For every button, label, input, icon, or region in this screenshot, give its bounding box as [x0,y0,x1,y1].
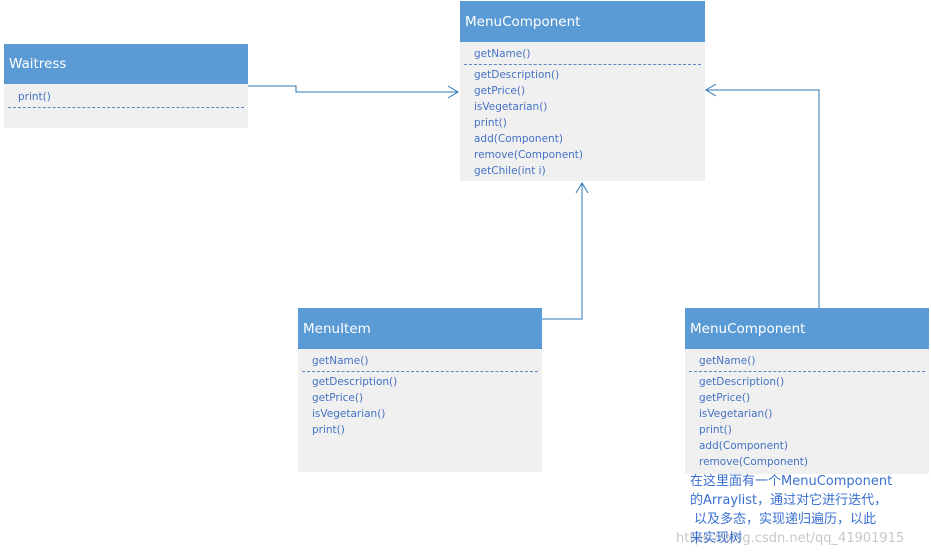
waitress-method-print: print() [18,91,51,103]
menu-component-bottom-method: getPrice() [699,392,751,404]
menu-component-top-method: remove(Component) [474,149,584,161]
arrowhead-icon [447,85,459,99]
arrowhead-icon [575,182,589,194]
menu-component-bottom-header: MenuComponent [685,308,929,349]
annotation-note-line: 来实现树 [690,531,743,546]
menu-item-to-menu-component-connector [542,183,583,320]
menu-component-top-method: print() [474,117,507,129]
waitress-class-header: Waitress [4,44,248,84]
menu-component-top-method: getDescription() [474,69,560,81]
annotation-note-line: 在这里面有一个MenuComponent [690,474,893,489]
menu-item-method: getName() [312,355,369,367]
menu-item-class-title: MenuItem [303,320,371,337]
menu-component-bottom-method: remove(Component) [699,456,809,468]
menu-component-top-method: add(Component) [474,133,563,145]
menu-item-class-header: MenuItem [298,308,542,349]
waitress-method-list: print() [4,84,248,108]
waitress-to-menu-component-connector [248,85,458,93]
menu-component-bottom-method: getName() [699,355,756,367]
menu-item-method: getDescription() [312,376,398,388]
waitress-class-title: Waitress [9,56,67,72]
watermark-text: https://blog.csdn.net/qq_41901915 [676,531,905,546]
annotation-note: 在这里面有一个MenuComponent 的Arraylist，通过对它进行迭代… [690,472,926,548]
menu-component-bottom-method: getDescription() [699,376,785,388]
menu-component-bottom-class: MenuComponent getName() getDescription()… [685,308,929,474]
waitress-class: Waitress print() [4,44,248,128]
composite-to-menu-component-connector [706,89,820,308]
menu-component-top-divider [464,64,701,65]
menu-component-top-title: MenuComponent [465,13,581,30]
menu-component-top-method: getName() [474,48,531,60]
menu-item-method-list: getName() getDescription() getPrice() is… [298,349,542,438]
menu-component-bottom-method: print() [699,424,732,436]
menu-component-bottom-method-list: getName() getDescription() getPrice() is… [685,349,929,470]
menu-component-bottom-method: isVegetarian() [699,408,773,420]
annotation-note-line: 的Arraylist，通过对它进行迭代， [690,493,888,508]
menu-item-class: MenuItem getName() getDescription() getP… [298,308,542,472]
waitress-divider [8,107,244,108]
menu-item-method: isVegetarian() [312,408,386,420]
menu-item-method: getPrice() [312,392,364,404]
menu-component-top-method: getPrice() [474,85,526,97]
menu-component-top-method-list: getName() getDescription() getPrice() is… [460,42,705,179]
annotation-note-line: 以及多态，实现递归遍历，以此 [694,512,877,527]
menu-component-top-method: isVegetarian() [474,101,548,113]
menu-item-divider [302,371,538,372]
menu-component-bottom-method: add(Component) [699,440,788,452]
menu-component-bottom-title: MenuComponent [690,320,806,337]
arrowhead-icon [705,83,717,97]
menu-component-top-header: MenuComponent [460,1,705,42]
menu-item-method: print() [312,424,345,436]
menu-component-top-method: getChile(int i) [474,165,546,177]
menu-component-bottom-divider [689,371,925,372]
menu-component-top-class: MenuComponent getName() getDescription()… [460,1,705,181]
